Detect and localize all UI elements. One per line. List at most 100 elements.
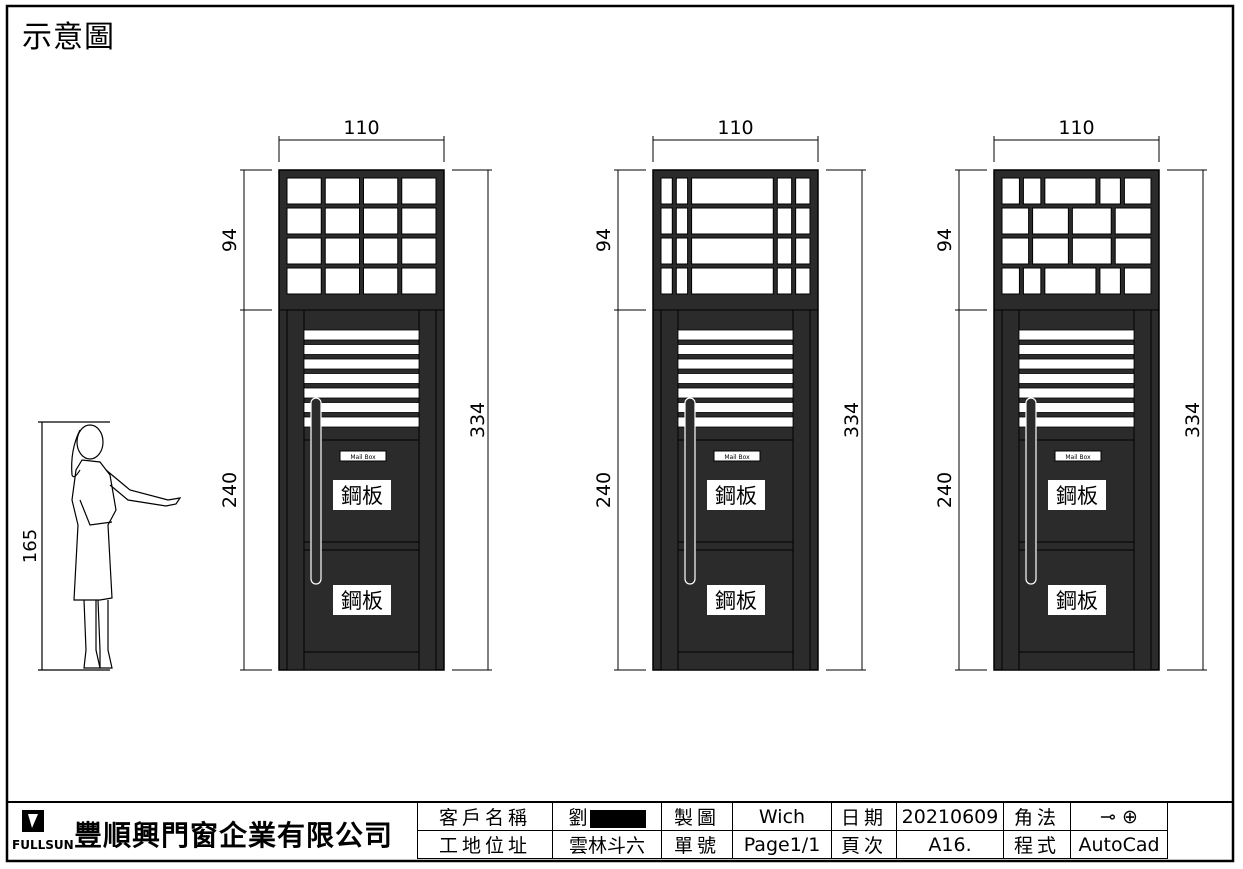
site-label: 工地位址 [417, 830, 553, 859]
transom-glass-pane [691, 267, 774, 295]
transom-glass-pane [691, 207, 774, 235]
transom-glass-pane [795, 267, 811, 295]
transom-glass-pane [1044, 267, 1097, 295]
transom-glass-pane [1001, 237, 1030, 265]
transom-glass-pane [1114, 237, 1152, 265]
louver-slat [677, 402, 794, 413]
louver-slat [303, 402, 420, 413]
panel-top-label: 鋼板 [1056, 484, 1098, 508]
panel-label-bg [707, 480, 765, 510]
mailbox-slot [339, 450, 387, 462]
transom-glass-pane [286, 267, 322, 295]
transom-glass-pane [675, 267, 689, 295]
panel-bottom-label: 鋼板 [715, 589, 757, 613]
louver-slat [303, 373, 420, 384]
transom-glass-pane [1022, 267, 1042, 295]
transom-glass-pane [363, 207, 399, 235]
top-section-label: 94 [934, 228, 956, 252]
mailbox-label: Mail Box [724, 454, 750, 461]
top-section-label: 94 [219, 228, 241, 252]
transom-glass-pane [1022, 177, 1042, 205]
transom-glass-pane [1099, 267, 1121, 295]
transom-glass-pane [324, 267, 360, 295]
louver-slat [303, 416, 420, 428]
louver-slat [1018, 329, 1135, 341]
program-label: 程式 [1003, 830, 1071, 859]
transom-glass-pane [1044, 177, 1097, 205]
mailbox-slot [713, 450, 761, 462]
transom-glass-pane [1001, 177, 1020, 205]
transom-glass-pane [401, 237, 437, 265]
mailbox-label: Mail Box [350, 454, 376, 461]
width-label: 110 [717, 117, 753, 139]
drawing-title: 示意圖 [22, 20, 115, 55]
transom-glass-pane [776, 237, 793, 265]
program-value: AutoCad [1070, 830, 1168, 859]
date-value: 20210609 [896, 802, 1004, 831]
transom-glass-pane [363, 177, 399, 205]
transom-glass-pane [1071, 207, 1112, 235]
transom-glass-pane [675, 237, 689, 265]
transom-glass-pane [660, 177, 673, 205]
door-handle [684, 397, 696, 585]
transom-glass-pane [401, 177, 437, 205]
transom-glass-pane [324, 177, 360, 205]
louver-slat [303, 329, 420, 341]
angle-label: 角法 [1003, 802, 1071, 831]
transom-glass-pane [795, 207, 811, 235]
company-logo-icon [22, 810, 44, 832]
title-block-table: 客戶名稱 劉 製圖 Wich 日期 20210609 角法 ⊸ ⊕ 工地位址 雲… [417, 802, 1168, 859]
person-figure [38, 421, 182, 671]
panel-bottom-label: 鋼板 [341, 589, 383, 613]
angle-value: ⊸ ⊕ [1070, 802, 1168, 831]
transom-glass-pane [776, 207, 793, 235]
transom-glass-pane [1099, 177, 1121, 205]
transom-glass-pane [1071, 237, 1112, 265]
transom-glass-pane [1114, 207, 1152, 235]
transom-glass-pane [401, 207, 437, 235]
panel-label-bg [333, 585, 391, 615]
customer-label: 客戶名稱 [417, 802, 553, 831]
panel-top-label: 鋼板 [341, 484, 383, 508]
transom-glass-pane [691, 237, 774, 265]
mailbox-label: Mail Box [1065, 454, 1091, 461]
transom-glass-pane [660, 267, 673, 295]
width-label: 110 [1058, 117, 1094, 139]
transom-glass-pane [1123, 177, 1152, 205]
transom-glass-pane [324, 207, 360, 235]
page-label: 頁次 [831, 830, 897, 859]
louver-slat [677, 358, 794, 370]
door-handle [1025, 397, 1037, 585]
transom-glass-pane [660, 237, 673, 265]
transom-glass-pane [286, 207, 322, 235]
transom-glass-pane [1032, 207, 1069, 235]
transom-glass-pane [691, 177, 774, 205]
page-value: A16. [896, 830, 1004, 859]
top-section-label: 94 [593, 228, 615, 252]
transom-glass-pane [286, 237, 322, 265]
person-height-label: 165 [20, 529, 41, 563]
transom-glass-pane [363, 237, 399, 265]
door-handle [310, 397, 322, 585]
louver-slat [1018, 344, 1135, 355]
louver-slat [303, 344, 420, 355]
louver-slat [677, 373, 794, 384]
louver-slat [677, 387, 794, 399]
order-value: Page1/1 [732, 830, 832, 859]
transom-glass-pane [324, 237, 360, 265]
company-logo-area: FULLSUN 豐順興門窗企業有限公司 [8, 802, 417, 858]
transom-glass-pane [776, 267, 793, 295]
transom-glass-pane [1032, 237, 1069, 265]
date-label: 日期 [831, 802, 897, 831]
panel-label-bg [1048, 585, 1106, 615]
transom-glass-pane [675, 207, 689, 235]
order-label: 單號 [661, 830, 733, 859]
total-height-label: 334 [841, 402, 863, 438]
bottom-section-label: 240 [219, 472, 241, 508]
title-block: FULLSUN 豐順興門窗企業有限公司 客戶名稱 劉 製圖 Wich 日期 20… [8, 802, 1231, 859]
total-height-label: 334 [1182, 402, 1204, 438]
panel-label-bg [707, 585, 765, 615]
